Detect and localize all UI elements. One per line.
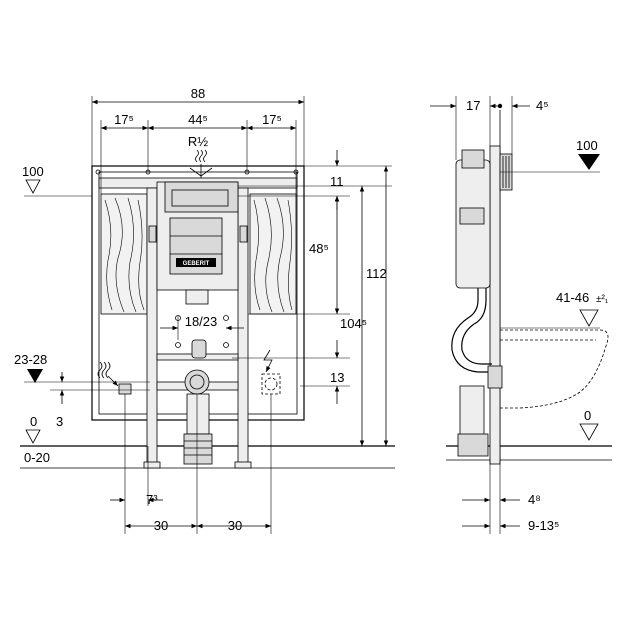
side-depth-label: 17 <box>466 98 480 113</box>
water-symbol-icon <box>189 149 213 178</box>
water-connection-left <box>118 383 132 395</box>
side-valve <box>459 207 485 225</box>
fixing-bolt-icon <box>175 342 181 348</box>
side-bottom-small-label: 4⁸ <box>528 492 541 507</box>
floor-level-triangle-icon <box>25 429 41 444</box>
wc-connector <box>487 365 503 389</box>
side-drain-pipe <box>459 385 485 437</box>
wave-icon <box>97 361 119 387</box>
dim-total-height-label: 112 <box>366 266 387 281</box>
side-level-triangle-icon <box>578 154 600 170</box>
reference-point-icon <box>497 103 503 109</box>
water-connection-label: R½ <box>188 134 208 149</box>
side-cistern-top <box>461 149 485 169</box>
small-offset-label: 7³ <box>146 492 158 507</box>
side-range-label: 41-46 <box>556 290 589 305</box>
side-floor-zero-label: 0 <box>584 408 591 423</box>
dim-right-offset-label: 17⁵ <box>262 112 282 127</box>
left-range-label: 23-28 <box>14 352 47 367</box>
front-view: GEBERIT <box>14 86 395 534</box>
side-offset-label: 4⁵ <box>536 98 549 113</box>
side-bottom-range-label: 9-13⁵ <box>528 518 559 533</box>
wc-bowl <box>500 329 609 409</box>
side-view: 17 4⁵ 100 41-46 ±²₁ 0 4⁸ 9-13⁵ <box>430 96 612 534</box>
cistern-top <box>164 181 239 213</box>
drain-pipe <box>186 393 210 435</box>
side-level-label: 100 <box>576 138 598 153</box>
dim-width-label: 88 <box>191 86 205 101</box>
brand-label: GEBERIT <box>183 261 210 267</box>
dim-frame-height-label: 104⁵ <box>340 316 367 331</box>
side-frame <box>489 145 501 465</box>
left-foot <box>143 461 161 469</box>
side-range-triangle-icon <box>579 309 599 327</box>
electricity-icon <box>263 349 273 373</box>
fixing-bolt-icon <box>223 315 229 321</box>
right-wood-panel <box>249 193 297 315</box>
water-inlet <box>191 339 207 359</box>
dim-center-width-label: 44⁵ <box>188 112 208 127</box>
level-filled-triangle-icon <box>27 369 43 383</box>
side-tolerance-label: ±²₁ <box>596 294 609 305</box>
cistern-top-inner <box>171 189 229 207</box>
level-triangle-icon <box>25 179 41 194</box>
right-distance-label: 30 <box>228 518 242 533</box>
flush-pipe-body <box>185 289 209 305</box>
dim-top-offset-label: 11 <box>330 174 344 189</box>
side-floor-triangle-icon <box>579 423 599 441</box>
brand-logo <box>176 258 216 267</box>
dim-actuator-height-label: 48⁵ <box>309 241 329 256</box>
dim-fixing-label: 18/23 <box>185 314 218 329</box>
floor-zero-label: 0 <box>30 414 37 429</box>
left-small-label: 3 <box>56 414 63 429</box>
right-foot <box>234 461 252 469</box>
drain-outlet <box>184 369 210 395</box>
floor-range-label: 0-20 <box>24 450 50 465</box>
bolt-icon <box>95 169 101 175</box>
side-drain-socket <box>457 433 489 457</box>
left-clamp <box>148 225 157 243</box>
dim-left-offset-label: 17⁵ <box>114 112 134 127</box>
left-distance-label: 30 <box>154 518 168 533</box>
fixing-bolt-icon <box>223 342 229 348</box>
left-level-label: 100 <box>22 164 44 179</box>
drain-socket <box>183 433 213 465</box>
wood-grain <box>104 197 293 313</box>
side-flush-pipe <box>451 288 492 373</box>
dim-drain-height-label: 13 <box>330 370 344 385</box>
right-clamp <box>239 225 248 243</box>
